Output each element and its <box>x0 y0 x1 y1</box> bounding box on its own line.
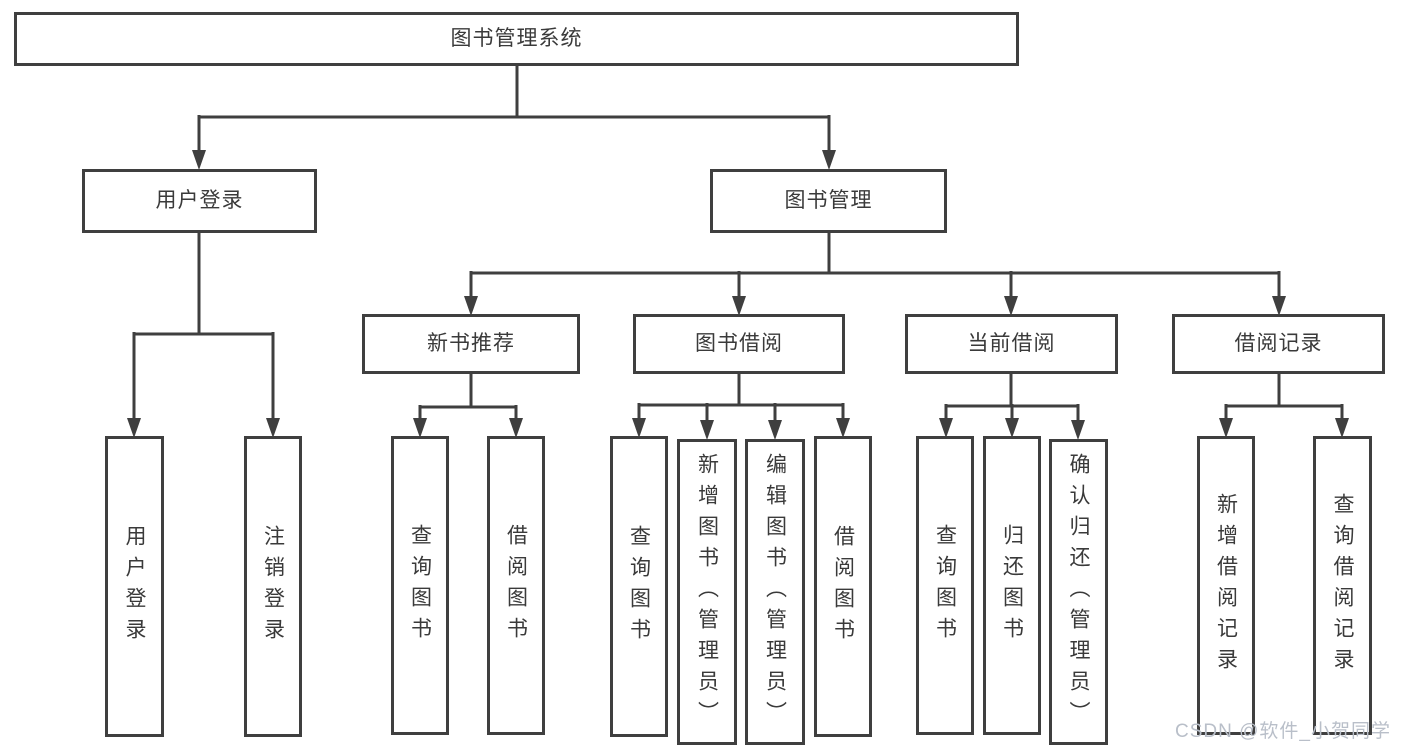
node-new-book-recommend: 新书推荐 <box>362 314 580 374</box>
node-label: 新增图书（管理员） <box>695 452 719 732</box>
node-label: 借阅图书 <box>831 524 855 649</box>
node-label: 用户登录 <box>123 524 146 649</box>
node-label: 图书借阅 <box>695 332 783 356</box>
node-borrowing-records: 借阅记录 <box>1172 314 1385 374</box>
edge-user-login-branch <box>132 233 275 420</box>
edge-new-book-branch <box>418 374 518 420</box>
node-query-books-recommend: 查询图书 <box>391 436 449 735</box>
node-borrow-books-recommend: 借阅图书 <box>487 436 545 735</box>
connector-edges <box>132 66 1344 420</box>
node-add-borrow-record: 新增借阅记录 <box>1197 436 1255 735</box>
node-label: 新书推荐 <box>427 332 515 356</box>
node-label: 确认归还（管理员） <box>1067 452 1090 732</box>
node-book-borrowing: 图书借阅 <box>633 314 845 374</box>
connector-arrowheads <box>127 150 1349 440</box>
csdn-watermark: CSDN @软件_小贺同学 <box>1175 721 1391 742</box>
node-borrow-books-borrowing: 借阅图书 <box>814 436 872 737</box>
node-current-borrowing: 当前借阅 <box>905 314 1118 374</box>
edge-current-borrowing-branch <box>944 374 1080 420</box>
node-label: 注销登录 <box>261 524 285 649</box>
node-label: 用户登录 <box>155 189 244 213</box>
node-query-books-current: 查询图书 <box>916 436 974 735</box>
node-label: 查询借阅记录 <box>1331 492 1354 679</box>
node-confirm-return-admin: 确认归还（管理员） <box>1049 439 1108 745</box>
node-label: 当前借阅 <box>967 332 1056 356</box>
node-label: 查询图书 <box>627 524 651 649</box>
node-query-books-borrowing: 查询图书 <box>610 436 668 737</box>
node-label: 图书管理 <box>784 189 873 213</box>
edge-book-management-branch <box>469 233 1281 298</box>
node-return-books: 归还图书 <box>983 436 1041 735</box>
node-user-login: 用户登录 <box>82 169 317 233</box>
node-logout: 注销登录 <box>244 436 302 737</box>
node-label: 查询图书 <box>933 523 957 648</box>
node-user-login-leaf: 用户登录 <box>105 436 164 737</box>
node-edit-books-admin: 编辑图书（管理员） <box>745 439 805 745</box>
node-label: 借阅记录 <box>1234 332 1323 356</box>
node-query-borrow-record: 查询借阅记录 <box>1313 436 1372 735</box>
node-label: 图书管理系统 <box>450 27 583 51</box>
node-label: 查询图书 <box>408 523 432 648</box>
node-book-management: 图书管理 <box>710 169 947 233</box>
node-label: 借阅图书 <box>504 523 528 648</box>
node-library-management-system: 图书管理系统 <box>14 12 1019 66</box>
node-label: 编辑图书（管理员） <box>763 452 787 732</box>
edge-borrowing-records-branch <box>1224 374 1344 420</box>
edge-book-borrowing-branch <box>637 374 845 420</box>
edge-root-to-level2 <box>197 66 831 152</box>
node-add-books-admin: 新增图书（管理员） <box>677 439 737 745</box>
node-label: 归还图书 <box>1000 523 1024 648</box>
node-label: 新增借阅记录 <box>1214 492 1238 679</box>
